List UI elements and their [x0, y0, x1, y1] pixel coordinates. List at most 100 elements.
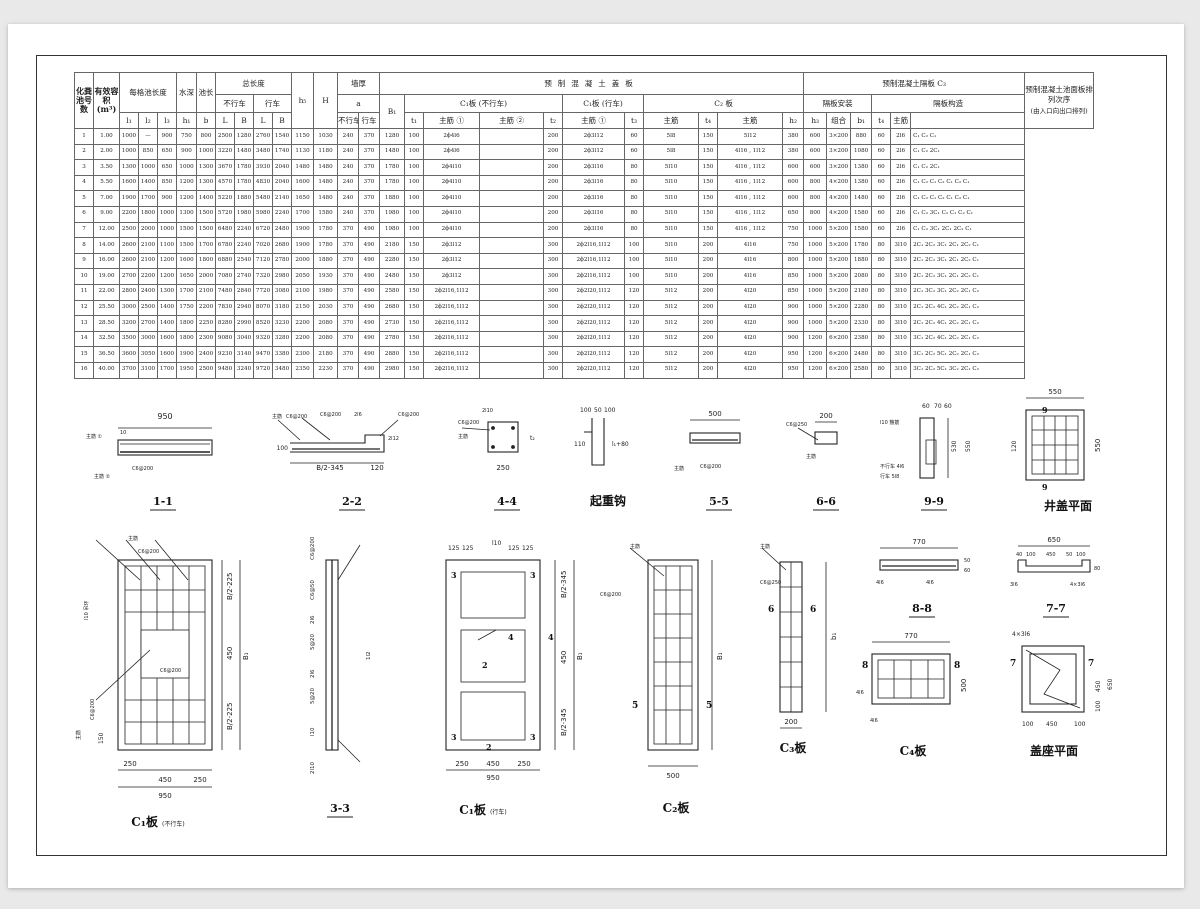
leader — [95, 649, 151, 701]
title-c1-traffic-note: (行车) — [490, 808, 507, 816]
mark-8a: 8 — [862, 661, 868, 671]
table-cell: 3l10 — [890, 361, 912, 379]
table-cell: 5l12 — [643, 361, 700, 379]
dim-l10: l10 — [310, 727, 316, 736]
dim-b1: B₁ — [242, 652, 250, 660]
col-vol-label: 有效容积 — [94, 86, 119, 106]
rebar-dot — [491, 445, 495, 449]
inner-square — [1029, 653, 1077, 705]
outer-square — [1025, 409, 1085, 481]
dim-500: 500 — [666, 772, 679, 780]
note-2l12: 2l12 — [388, 436, 399, 442]
mark-7b: 7 — [1088, 659, 1094, 669]
title-6-6: 6-6 — [816, 495, 836, 508]
note-4x3l6: 4×3l6 — [1070, 582, 1085, 588]
note-c6: C6@200 — [458, 420, 479, 426]
dim-b1: B₁ — [716, 652, 724, 660]
title-seat-plan: 盖座平面 — [1030, 743, 1078, 758]
section-7-7: 650 40 100 450 50 100 80 3l6 4×3l6 7-7 — [1010, 536, 1100, 618]
lifting-hook: 100 50 100 110 l₁+80 起重钩 — [574, 407, 629, 508]
slab-inner — [653, 565, 693, 745]
sub-L-t: L — [253, 112, 274, 129]
dim-550: 550 — [965, 440, 972, 452]
dim-50: 50 — [594, 407, 602, 414]
dim-150: 150 — [98, 732, 105, 744]
dim-2l10: 2l10 — [310, 761, 316, 774]
dim-650-v: 650 — [1107, 678, 1114, 690]
dim-4x3l6: 4×3l6 — [1012, 631, 1030, 638]
note-c6: C6@250 — [786, 422, 807, 428]
dim-60a: 60 — [922, 403, 930, 410]
dim-950: 950 — [158, 792, 171, 800]
dim-60: 60 — [964, 568, 970, 574]
note-4l6b: 4l6 — [926, 580, 934, 586]
dim-100: 100 — [277, 445, 289, 452]
dim-450: 450 — [158, 776, 171, 784]
dim-950: 950 — [157, 412, 172, 421]
c4-slab: 770 500 4l6 4l6 8 8 C₄板 — [856, 632, 968, 758]
slab-outline — [919, 417, 935, 479]
mark-4b: 4 — [548, 632, 554, 642]
leader — [797, 427, 819, 441]
table-cell: 40.00 — [93, 361, 120, 379]
note-c6-top: C6@200 — [138, 549, 159, 555]
leader — [337, 739, 361, 763]
note-main: 主筋 — [806, 453, 816, 460]
dim-450: 450 — [486, 760, 499, 768]
note-main2: 主筋 ② — [94, 473, 111, 480]
sub-l3: l₃ — [156, 112, 178, 129]
section-5-5: 500 主筋 C6@200 5-5 — [674, 410, 741, 511]
sub-B-t: B — [272, 112, 293, 129]
title-9-9: 9-9 — [924, 495, 944, 508]
dim-120: 120 — [1011, 440, 1018, 452]
mark-5b: 5 — [706, 701, 712, 711]
dim-c6-200: C6@200 — [310, 536, 316, 560]
note-2l6: 2l6 — [354, 412, 362, 418]
rebar-dot — [511, 426, 515, 430]
leader — [477, 629, 497, 641]
rebar-bend — [1025, 649, 1081, 709]
table-cell: 3480 — [272, 361, 293, 379]
note-main: 主筋 — [630, 543, 640, 550]
dim-200: 200 — [784, 718, 797, 726]
sub-main-partition: 主筋 — [890, 112, 912, 129]
dim-950: 950 — [486, 774, 499, 782]
leader — [277, 419, 301, 441]
dim-200: 200 — [819, 412, 832, 420]
slab-outline — [487, 421, 519, 453]
dim-250b: 250 — [193, 776, 206, 784]
specification-table: 化粪池号数 有效容积(m³) 每格池长度 水深 池长 总长度 h₅ H 墙厚 预… — [74, 72, 1094, 379]
c1-slab-traffic: 125 125 l10 125 125 250 450 250 950 B/2-… — [445, 540, 584, 817]
sub-b: b — [196, 112, 217, 129]
note-10: 10 — [120, 430, 126, 436]
mark-3d: 3 — [530, 732, 536, 742]
c2-slab: 主筋 C6@200 500 B₁ 5 5 C₂板 — [600, 543, 724, 815]
leader — [337, 544, 361, 581]
dim-770: 770 — [904, 632, 917, 640]
dim-500: 500 — [960, 679, 968, 692]
opening — [140, 629, 190, 679]
title-c2: C₂板 — [663, 800, 691, 815]
mark-6b: 6 — [810, 605, 816, 615]
slab-outline — [871, 653, 951, 705]
dim-b2-345b: B/2-345 — [560, 708, 568, 736]
section-2-2: 主筋 C6@200 C6@200 2l6 2l12 C6@200 B/2-345… — [272, 412, 419, 511]
dim-125d: 125 — [522, 545, 534, 552]
dim-450-v: 450 — [560, 651, 568, 664]
note-main: 主筋 — [674, 465, 684, 472]
note-c6: C6@200 — [132, 466, 153, 472]
seat-outline — [1017, 559, 1091, 573]
mark-2a: 2 — [482, 660, 488, 670]
dim-100b: 100 — [1074, 721, 1086, 728]
col-pool-number: 化粪池号数 — [74, 72, 94, 129]
note-c6: C6@200 — [600, 592, 621, 598]
mark-6a: 6 — [768, 605, 774, 615]
mark-9a: 9 — [1042, 405, 1048, 415]
leader — [761, 547, 787, 571]
dim-2l6-a: 2l6 — [310, 615, 316, 624]
col-order-label: 预制混凝土池面板排列次序 — [1025, 85, 1093, 105]
